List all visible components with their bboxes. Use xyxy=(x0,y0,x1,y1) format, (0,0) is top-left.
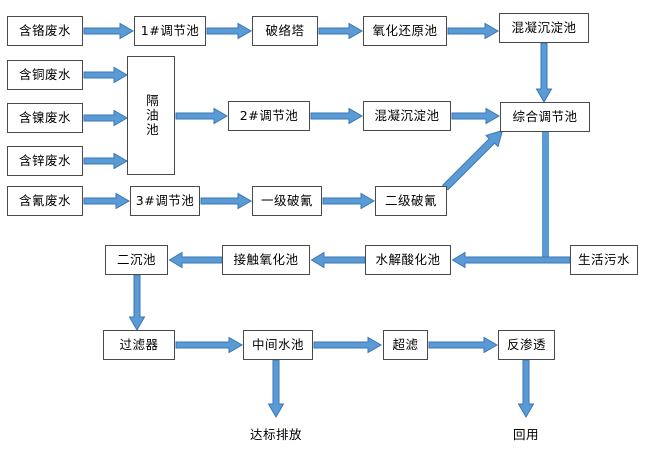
label-standard-discharge: 达标排放 xyxy=(249,427,302,442)
arrow-chrome-to-adjust1 xyxy=(83,22,135,40)
arrow-adjust2-to-coagsed2 xyxy=(310,107,364,125)
arrow-intermediate-to-ultrafiltration xyxy=(313,336,383,354)
arrow-zinc-to-oilsep xyxy=(83,152,129,170)
node-cyanide-break-1[interactable]: 一级破氰 xyxy=(252,186,322,216)
label-reuse: 回用 xyxy=(512,427,539,442)
arrow-reverseosmosis-to-reuse xyxy=(517,359,535,419)
node-comprehensive-adjust-tank[interactable]: 综合调节池 xyxy=(500,102,590,132)
node-decomplexing-tower[interactable]: 破络塔 xyxy=(252,16,318,46)
arrow-secondarysed-to-filter xyxy=(128,274,146,332)
node-nickel-wastewater[interactable]: 含镍废水 xyxy=(7,103,83,133)
arrow-oilsep-to-adjust2 xyxy=(175,107,229,125)
node-adjust-tank-2[interactable]: 2#调节池 xyxy=(228,101,310,131)
arrow-intermediate-to-discharge xyxy=(267,359,285,419)
node-cyanide-break-2[interactable]: 二级破氰 xyxy=(375,186,447,216)
node-copper-wastewater[interactable]: 含铜废水 xyxy=(7,60,83,90)
arrow-adjust1-to-tower xyxy=(206,22,253,40)
node-contact-oxidation-tank[interactable]: 接触氧化池 xyxy=(222,245,310,275)
arrow-cyanidebreak2-to-comprehensive xyxy=(442,126,508,191)
arrow-copper-to-oilsep xyxy=(83,66,129,84)
node-chrome-wastewater[interactable]: 含铬废水 xyxy=(7,16,83,46)
arrow-domesticsewage-to-hydrolysis xyxy=(451,251,571,269)
node-zinc-wastewater[interactable]: 含锌废水 xyxy=(7,146,83,176)
node-filter[interactable]: 过滤器 xyxy=(103,330,175,360)
arrow-contactoxidation-to-secondarysed xyxy=(168,251,223,269)
node-adjust-tank-3[interactable]: 3#调节池 xyxy=(130,186,200,216)
node-domestic-sewage[interactable]: 生活污水 xyxy=(570,245,638,275)
arrow-tower-to-redox xyxy=(318,22,364,40)
arrow-adjust3-to-cyanidebreak1 xyxy=(200,192,253,210)
node-redox-tank[interactable]: 氧化还原池 xyxy=(363,16,447,46)
arrow-redox-to-coagsed1 xyxy=(447,22,500,40)
node-adjust-tank-1[interactable]: 1#调节池 xyxy=(134,16,206,46)
arrow-ultrafiltration-to-reverseosmosis xyxy=(428,336,499,354)
arrow-nickel-to-oilsep xyxy=(83,109,129,127)
node-secondary-sed-tank[interactable]: 二沉池 xyxy=(105,245,168,275)
node-coag-sed-tank-2[interactable]: 混凝沉淀池 xyxy=(363,101,451,131)
arrow-hydrolysis-to-contactoxidation xyxy=(310,251,366,269)
connector-comprehensive-down xyxy=(542,132,549,263)
node-ultrafiltration[interactable]: 超滤 xyxy=(383,330,428,360)
node-oil-separation-tank[interactable]: 隔油池 xyxy=(127,56,175,175)
node-reverse-osmosis[interactable]: 反渗透 xyxy=(498,330,555,360)
arrow-cyanidebreak1-to-cyanidebreak2 xyxy=(322,192,376,210)
arrow-coagsed2-to-comprehensive xyxy=(451,107,501,125)
node-coag-sed-tank-1[interactable]: 混凝沉淀池 xyxy=(499,13,589,43)
arrow-filter-to-intermediate xyxy=(175,336,244,354)
node-hydrolysis-acidification-tank[interactable]: 水解酸化池 xyxy=(365,245,451,275)
arrow-coagsed1-to-comprehensive xyxy=(535,42,553,104)
arrow-cyanide-to-adjust3 xyxy=(83,192,131,210)
node-intermediate-tank[interactable]: 中间水池 xyxy=(243,330,313,360)
node-cyanide-wastewater[interactable]: 含氰废水 xyxy=(7,186,83,216)
